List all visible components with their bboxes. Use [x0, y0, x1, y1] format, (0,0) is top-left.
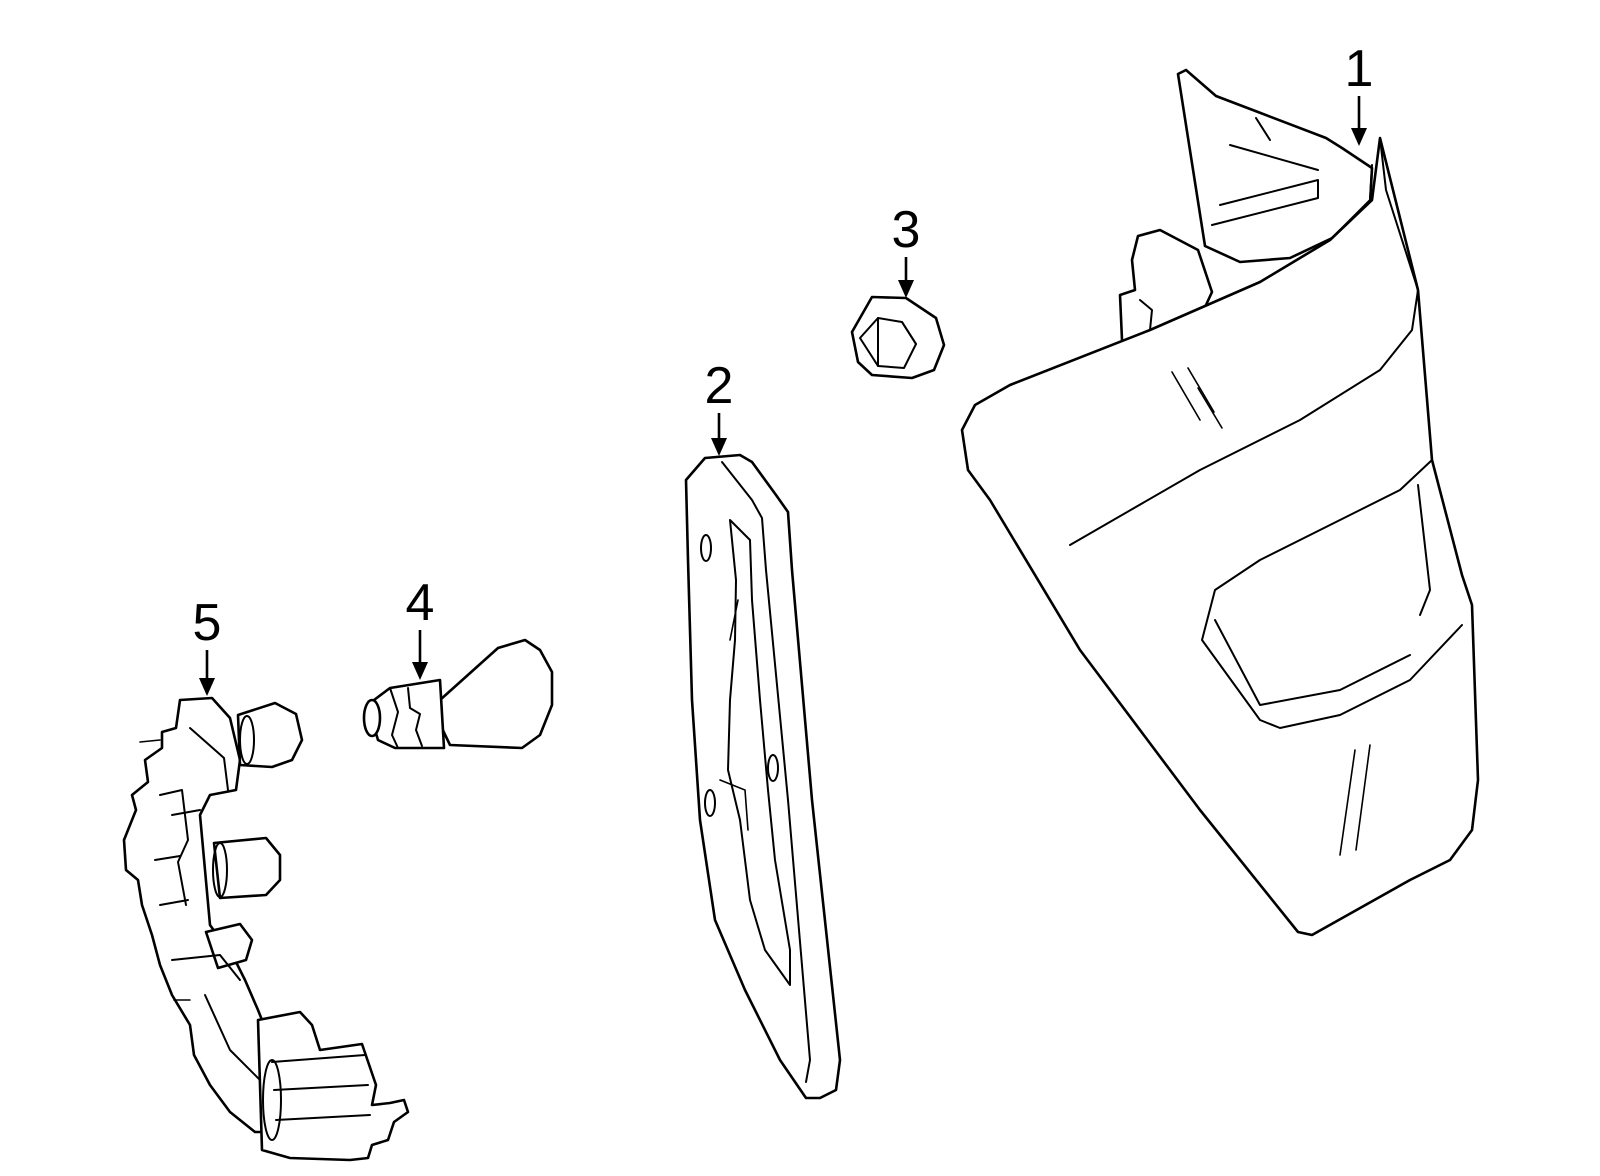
- arrowhead-4: [412, 662, 428, 680]
- callout-2: 2: [705, 357, 734, 456]
- arrowhead-3: [898, 280, 914, 298]
- callout-number-2: 2: [705, 357, 734, 415]
- callout-number-1: 1: [1345, 40, 1374, 98]
- callout-number-5: 5: [193, 594, 222, 652]
- arrowhead-1: [1351, 128, 1367, 146]
- tail-lamp-assembly: [960, 68, 1480, 937]
- gasket: [684, 453, 842, 1100]
- callout-3: 3: [892, 201, 921, 298]
- nut: [850, 295, 946, 380]
- callout-number-3: 3: [892, 201, 921, 259]
- callout-5: 5: [193, 594, 222, 696]
- callout-4: 4: [406, 574, 435, 680]
- socket-and-wire-harness: [122, 696, 410, 1162]
- bulb: [362, 638, 554, 750]
- arrowhead-2: [711, 438, 727, 456]
- arrowhead-5: [199, 678, 215, 696]
- callout-1: 1: [1345, 40, 1374, 146]
- callout-number-4: 4: [406, 574, 435, 632]
